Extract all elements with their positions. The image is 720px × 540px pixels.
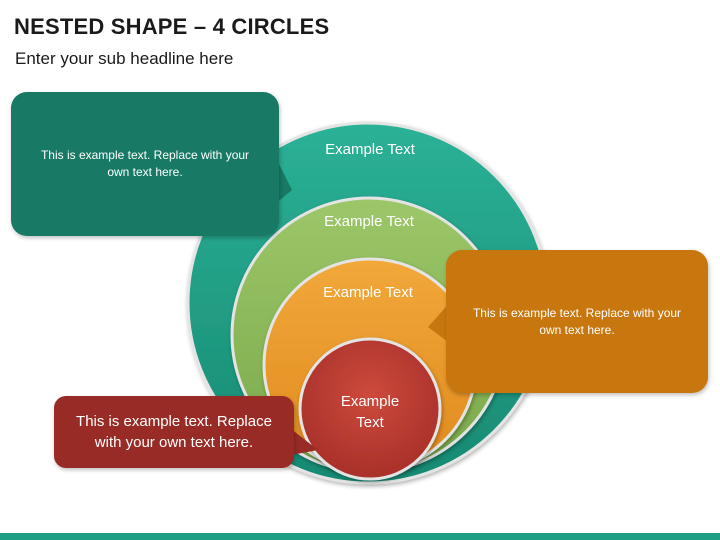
orange-callout: This is example text. Replace with your … — [446, 250, 708, 393]
inner-circle — [298, 337, 442, 481]
third-circle-label: Example Text — [323, 284, 414, 301]
teal-callout-text: This is example text. Replace with your … — [40, 148, 250, 179]
red-callout-pointer — [286, 425, 318, 456]
second-circle-label: Example Text — [324, 213, 415, 230]
page-title: NESTED SHAPE – 4 CIRCLES — [14, 14, 330, 39]
red-callout-text: This is example text. Replace with your … — [76, 413, 272, 451]
page-subtitle: Enter your sub headline here — [15, 49, 234, 68]
inner-circle-label-line1: Example — [341, 393, 399, 410]
red-callout: This is example text. Replace with your … — [54, 396, 294, 468]
inner-circle-label-line2: Text — [356, 414, 384, 431]
teal-callout: This is example text. Replace with your … — [11, 92, 279, 236]
outer-circle-label: Example Text — [325, 141, 416, 158]
orange-callout-text: This is example text. Replace with your … — [472, 305, 682, 337]
bottom-accent-bar — [0, 533, 720, 540]
